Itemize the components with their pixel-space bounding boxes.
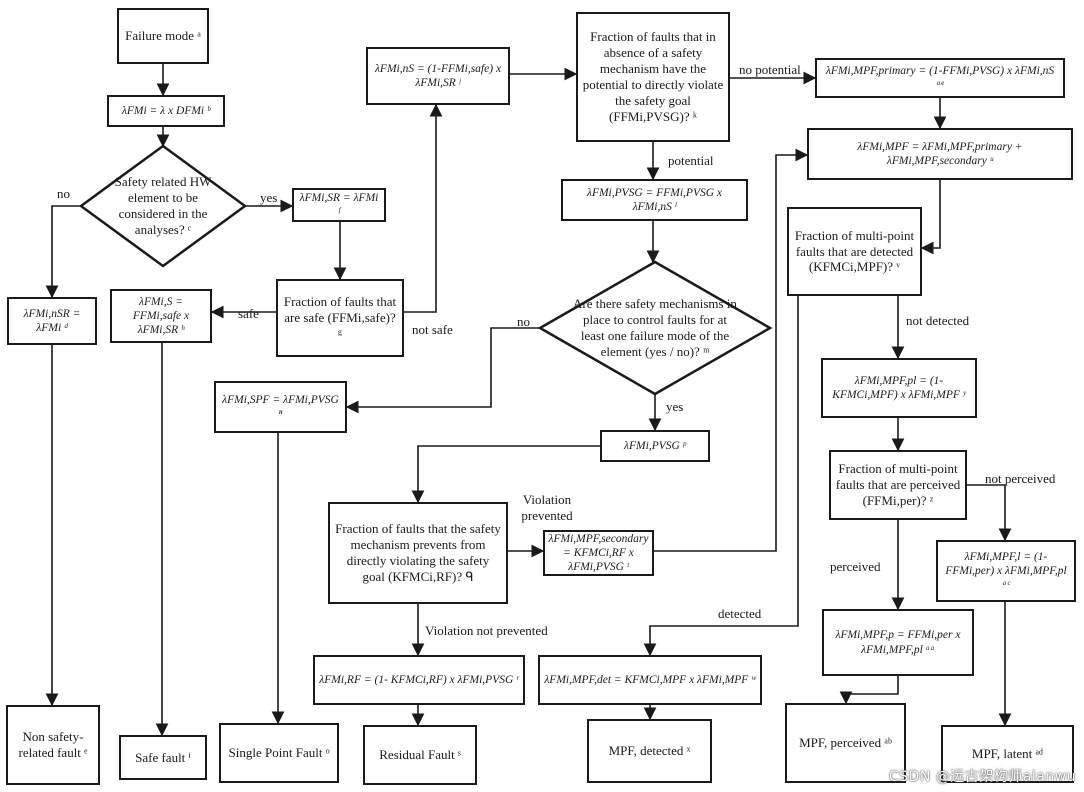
edge-pvsg2-to-prevent-q: [411, 445, 600, 504]
diamond-safety-related: [78, 144, 248, 268]
label-no-1: no: [57, 186, 70, 201]
label-not-perceived: not perceived: [985, 471, 1056, 486]
node-non-safety-related-fault: Non safety-related fault ᵉ: [6, 705, 100, 785]
node-lambda-fmi: λFMi = λ x DFMi ᵇ: [107, 95, 225, 127]
node-residual-fault: Residual Fault ˢ: [363, 725, 477, 785]
node-lambda-mpf: λFMi,MPF = λFMi,MPF,primary + λFMi,MPF,s…: [807, 128, 1073, 180]
node-lambda-sr: λFMi,SR = λFMi ᶠ: [292, 188, 386, 222]
node-mpf-detected: MPF, detected ˣ: [587, 719, 712, 783]
node-lambda-pvsg: λFMi,PVSG = FFMi,PVSG x λFMi,nS ˡ: [561, 179, 748, 221]
label-perceived: perceived: [830, 559, 881, 574]
node-lambda-spf: λFMi,SPF = λFMi,PVSG ⁿ: [214, 381, 347, 433]
node-safety-mechanism-question: Are there safety mechanisms in place to …: [573, 296, 737, 359]
edge-p-to-mpf-perceived: [839, 676, 899, 705]
label-violation-prevented: Violation prevented: [521, 492, 573, 524]
node-lambda-ns: λFMi,nS = (1-FFMi,safe) x λFMi,SR ʲ: [366, 47, 510, 105]
edge-no-spf: [345, 327, 540, 414]
node-lambda-nsr: λFMi,nSR = λFMi ᵈ: [7, 297, 97, 345]
watermark: CSDN @远古架构师alanwu: [888, 769, 1076, 785]
node-prevent-question: Fraction of faults that the safety mecha…: [328, 502, 508, 604]
label-no-2: no: [517, 314, 530, 329]
node-lambda-mpf-secondary: λFMi,MPF,secondary = KFMCi,RF x λFMi,PVS…: [543, 530, 654, 576]
node-mpf-detected-question: Fraction of multi-point faults that are …: [787, 207, 922, 296]
label-not-detected: not detected: [906, 313, 970, 328]
node-lambda-mpf-pl: λFMi,MPF,pl = (1-KFMCi,MPF) x λFMi,MPF ʸ: [821, 358, 977, 418]
node-single-point-fault: Single Point Fault ᵒ: [219, 723, 339, 783]
label-potential: potential: [668, 153, 714, 168]
label-not-safe: not safe: [412, 322, 453, 337]
node-perceived-question: Fraction of multi-point faults that are …: [829, 450, 967, 520]
node-safe-fault: Safe fault ⁱ: [119, 735, 207, 780]
node-lambda-mpf-det: λFMi,MPF,det = KFMCi,MPF x λFMi,MPF ʷ: [538, 655, 762, 705]
node-safety-related-question: Safety related HW element to be consider…: [114, 174, 212, 237]
edge-secondary-to-mpf: [654, 148, 809, 552]
node-mpf-latent: MPF, latent ᵃᵈ: [941, 725, 1074, 783]
edge-no-nsr: [45, 205, 81, 299]
node-pvsg-question: Fraction of faults that in absence of a …: [576, 12, 730, 142]
label-yes-2: yes: [666, 399, 684, 414]
edge-not-perceived: [967, 484, 1012, 542]
node-lambda-mpf-primary: λFMi,MPF,primary = (1-FFMi,PVSG) x λFMi,…: [815, 58, 1065, 98]
label-safe: safe: [238, 306, 259, 321]
label-no-potential: no potential: [739, 62, 801, 77]
node-mpf-perceived: MPF, perceived ᵃᵇ: [785, 703, 906, 783]
label-detected: detected: [718, 606, 762, 621]
node-lambda-s: λFMi,S = FFMi,safe x λFMi,SR ʰ: [110, 289, 212, 343]
node-lambda-rf: λFMi,RF = (1- KFMCi,RF) x λFMi,PVSG ʳ: [313, 655, 525, 705]
node-lambda-mpf-l: λFMi,MPF,l = (1-FFMi,per) x λFMi,MPF,pl …: [936, 540, 1076, 602]
edge-mpf-to-detected-q: [920, 180, 941, 255]
node-fraction-safe-question: Fraction of faults that are safe (FFMi,s…: [276, 279, 404, 357]
edge-not-safe: [404, 103, 443, 313]
label-violation-not-prevented: Violation not prevented: [425, 623, 548, 638]
edge-detected: [643, 296, 799, 657]
label-yes-1: yes: [260, 190, 278, 205]
node-lambda-pvsg-2: λFMi,PVSG ᵖ: [600, 430, 710, 462]
node-lambda-mpf-p: λFMi,MPF,p = FFMi,per x λFMi,MPF,pl ᵃᵃ: [822, 609, 974, 676]
node-failure-mode: Failure mode ᵃ: [117, 8, 209, 64]
